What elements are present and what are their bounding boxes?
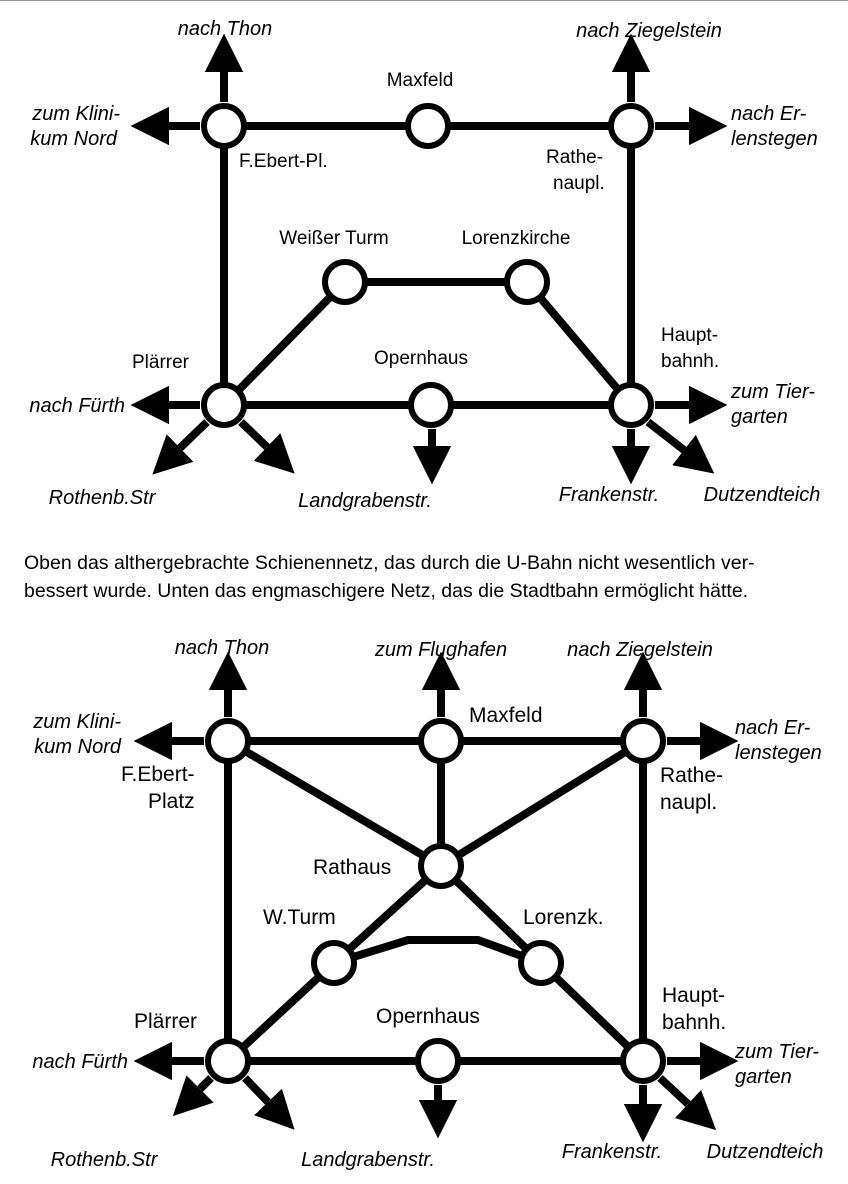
top-station-plaerrer	[201, 382, 247, 428]
caption: Oben das althergebrachte Schienennetz, d…	[24, 549, 834, 605]
bot-line-rathaus-lorenzk	[438, 863, 544, 966]
bot-line-lorenzk-hbf	[538, 960, 646, 1064]
bot-label-fep-1: F.Ebert-	[121, 763, 195, 786]
bot-station-hauptbahnhof	[620, 1038, 666, 1084]
bot-dir-klinikum-1: zum Klini-	[32, 711, 121, 733]
bot-label-rathenaupl-2: naupl.	[660, 791, 717, 814]
top-label-maxfeld: Maxfeld	[387, 70, 454, 91]
top-dir-tiergarten-1: zum Tier-	[730, 381, 815, 403]
top-station-weisser-turm	[322, 259, 368, 305]
top-dir-thon: nach Thon	[178, 18, 273, 40]
caption-line-2: bessert wurde. Unten das engmaschigere N…	[24, 580, 749, 602]
top-station-fep	[201, 103, 247, 149]
top-station-lorenzkirche	[504, 259, 550, 305]
bot-label-rathaus: Rathaus	[313, 856, 391, 879]
top-label-rathenaupl-1: Rathe-	[546, 147, 603, 168]
bot-line-diag-ne	[438, 737, 646, 870]
top-label-weisser-turm: Weißer Turm	[279, 228, 388, 249]
top-dir-franken: Frankenstr.	[559, 484, 659, 506]
top-network	[130, 33, 728, 485]
top-label-hbf-2: bahnh.	[661, 351, 719, 372]
bottom-network	[133, 651, 739, 1143]
bot-label-lorenzk: Lorenzk.	[523, 906, 604, 929]
bot-label-wturm: W.Turm	[263, 906, 336, 929]
top-label-fep: F.Ebert-Pl.	[239, 151, 328, 172]
top-dir-rothenb: Rothenb.Str	[49, 487, 157, 509]
top-dir-tiergarten-2: garten	[731, 406, 788, 428]
top-arrow-landgraben	[238, 419, 295, 474]
top-station-rathenaupl	[608, 103, 654, 149]
bot-station-maxfeld	[418, 718, 464, 764]
top-station-maxfeld	[405, 103, 451, 149]
bot-dir-erlenstegen-1: nach Er-	[735, 717, 811, 739]
bot-dir-klinikum-2: kum Nord	[34, 736, 122, 758]
bot-station-rathaus	[418, 843, 464, 889]
bot-label-fep-2: Platz	[148, 790, 195, 813]
bot-dir-tiergarten-1: zum Tier-	[734, 1041, 819, 1063]
bot-dir-landgraben: Landgrabenstr.	[301, 1149, 435, 1171]
top-dir-erlenstegen-1: nach Er-	[731, 103, 807, 125]
top-dir-klinikum-2: kum Nord	[30, 128, 118, 150]
top-arrow-dutzendteich	[645, 418, 715, 474]
bot-label-plaerrer: Plärrer	[134, 1010, 197, 1033]
top-station-hauptbahnhof	[608, 382, 654, 428]
bot-arrow-landgraben	[242, 1075, 295, 1130]
bot-station-rathenaupl	[620, 718, 666, 764]
top-dir-ziegelstein: nach Ziegelstein	[576, 20, 722, 42]
bot-station-opernhaus	[415, 1038, 461, 1084]
bot-arrow-dutzendteich	[657, 1075, 717, 1131]
top-dir-klinikum-1: zum Klini-	[31, 103, 120, 125]
bot-label-rathenaupl-1: Rathe-	[660, 764, 723, 787]
bot-label-hbf-1: Haupt-	[662, 984, 725, 1007]
bot-dir-rothenb: Rothenb.Str	[51, 1149, 159, 1171]
top-dir-dutzendteich: Dutzendteich	[704, 484, 821, 506]
bot-dir-thon: nach Thon	[175, 637, 270, 659]
bot-dir-dutzendteich: Dutzendteich	[707, 1141, 824, 1163]
bot-dir-fuerth: nach Fürth	[32, 1051, 128, 1073]
bot-label-hbf-2: bahnh.	[662, 1011, 726, 1034]
top-arrow-rothenb	[152, 419, 210, 475]
top-label-opernhaus: Opernhaus	[374, 348, 468, 369]
bot-label-maxfeld: Maxfeld	[469, 704, 543, 727]
bot-dir-erlenstegen-2: lenstegen	[735, 742, 822, 764]
top-line-inner	[221, 278, 635, 408]
bot-station-plaerrer	[205, 1038, 251, 1084]
bot-station-fep	[205, 718, 251, 764]
bot-dir-tiergarten-2: garten	[735, 1066, 792, 1088]
bot-station-wturm	[311, 940, 357, 986]
bot-line-wturm-plaerrer	[225, 960, 337, 1064]
top-dir-erlenstegen-2: lenstegen	[731, 128, 818, 150]
bot-arrow-rothenb	[172, 1075, 214, 1117]
bot-dir-ziegelstein: nach Ziegelstein	[567, 639, 713, 661]
top-label-rathenaupl-2: naupl.	[553, 173, 605, 194]
bot-line-rathaus-wturm	[331, 863, 444, 966]
bot-line-diag-nw	[225, 737, 444, 870]
top-station-opernhaus	[408, 382, 454, 428]
bot-dir-flughafen: zum Flughafen	[374, 639, 507, 661]
bot-line-wturm-lorenzk	[332, 936, 543, 967]
bot-label-opernhaus: Opernhaus	[376, 1005, 480, 1028]
top-dir-fuerth: nach Fürth	[29, 395, 125, 417]
top-label-hbf-1: Haupt-	[661, 325, 718, 346]
top-dir-landgraben: Landgrabenstr.	[298, 490, 432, 512]
bot-station-lorenzk	[518, 940, 564, 986]
top-border-line	[0, 0, 848, 1]
top-label-plaerrer: Plärrer	[132, 352, 190, 373]
bot-dir-franken: Frankenstr.	[562, 1141, 662, 1163]
caption-line-1: Oben das althergebrachte Schienennetz, d…	[24, 552, 755, 574]
top-label-lorenzkirche: Lorenzkirche	[462, 228, 571, 249]
